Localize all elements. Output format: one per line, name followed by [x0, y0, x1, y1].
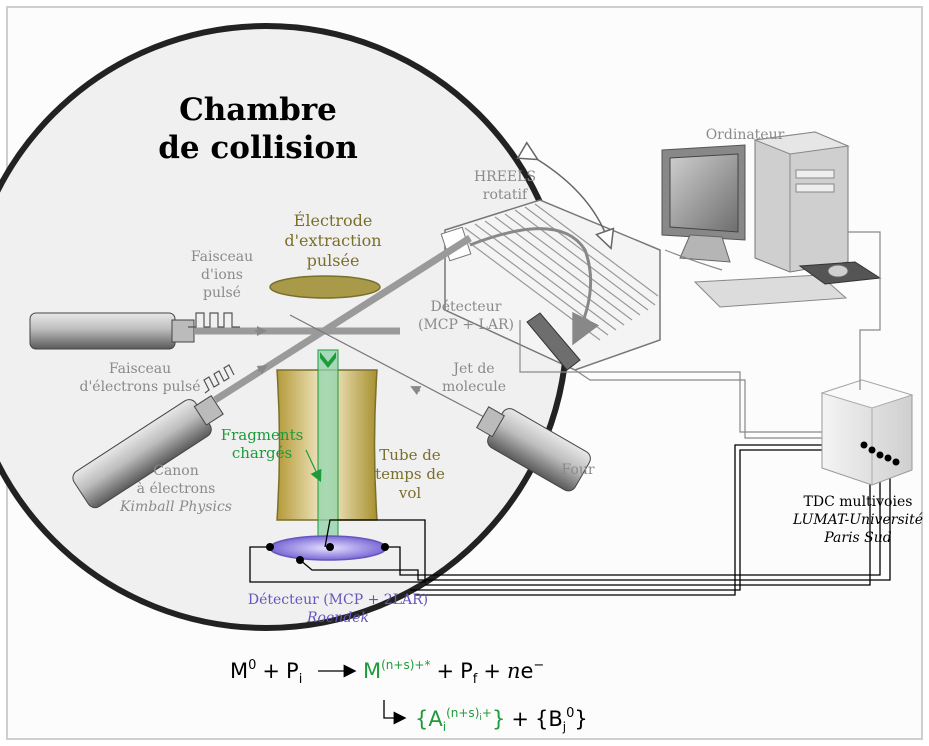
fragments-label-line1: Fragments: [221, 426, 304, 444]
extraction-electrode: [269, 275, 381, 299]
chamber-title-line1: Chambre: [179, 92, 337, 128]
eq-close2: }: [574, 707, 587, 731]
svg-text:M(n+s)+*+Pf+ne−: M(n+s)+*+Pf+ne−: [363, 658, 544, 687]
gun-label-line3: Kimball Physics: [119, 499, 232, 515]
eq-open1: {: [415, 707, 428, 731]
molecular-jet-label-line1: Jet de: [451, 361, 494, 377]
computer-label: Ordinateur: [706, 127, 785, 143]
chamber-title-line2: de collision: [158, 130, 358, 166]
tdc-connectors: [860, 441, 900, 466]
electron-beam-label-line2: d'électrons pulsé: [79, 379, 200, 395]
eq-close1: }: [492, 707, 505, 731]
eq-b-sup: 0: [566, 706, 574, 721]
eq-open2: {: [535, 707, 548, 731]
tof-label-line2: temps de: [375, 465, 445, 483]
oven: [476, 406, 591, 492]
eq-n: n: [507, 659, 521, 683]
molecular-jet-label-line2: molecule: [442, 379, 506, 395]
ion-beam-label-line2: d'ions: [201, 267, 243, 283]
eq-p: P: [286, 659, 299, 683]
svg-text:M0+Pi: M0 +Pi: [230, 658, 302, 687]
eq-b: B: [548, 707, 562, 731]
tdc-label-line3: Paris Sud: [823, 530, 892, 546]
computer: [661, 131, 882, 390]
tdc-box: [820, 379, 914, 486]
rotation-arrow: [530, 155, 608, 240]
eq-p-sub: i: [299, 672, 303, 687]
eq-pf: P: [460, 659, 473, 683]
gun-label-line1: Canon: [153, 463, 199, 479]
hreels-detector-label-line2: (MCP + LAR): [418, 317, 514, 333]
electron-beam-label-line1: Faisceau: [109, 361, 171, 377]
ion-gun: [29, 312, 195, 350]
eq-e: e: [520, 659, 533, 683]
eq-a: A: [428, 707, 443, 731]
detector-label-line1: Détecteur (MCP + 2LAR): [248, 592, 428, 608]
eq-m-sup: 0: [248, 658, 256, 673]
hreels-detector-label-line1: Détecteur: [431, 299, 502, 315]
eq-e-sup: −: [533, 658, 544, 673]
svg-text:{Ai(n+s)i+}+{Bj0}: {Ai(n+s)i+}+{Bj0}: [415, 706, 588, 734]
eq-m2: M: [363, 659, 381, 683]
electron-pulses: [203, 364, 235, 394]
hreels-cables: [519, 320, 855, 439]
eq-branch-arrow: [383, 700, 407, 725]
fragment-beam: [317, 349, 339, 546]
eq-plus4: +: [511, 707, 529, 731]
reaction-equation: M0+Pi M(n+s)+*+Pf+ne− {Ai(n+s)i+}+{Bj0}: [230, 658, 588, 734]
eq-a-sub: i: [443, 720, 446, 734]
eq-a-sup-end: +: [482, 706, 492, 720]
eq-pf-sub: f: [473, 672, 478, 687]
eq-b-sub: j: [562, 720, 566, 734]
electron-gun: [72, 394, 224, 509]
eq-m2-sup: (n+s)+*: [381, 658, 430, 672]
ion-pulses: [188, 312, 240, 328]
fragments-label-line2: chargés: [232, 444, 292, 462]
oven-label: Four: [561, 462, 594, 478]
gun-label-line2: à électrons: [137, 480, 216, 497]
electrode-label-line2: d'extraction: [284, 231, 381, 250]
fragment-chevron: [320, 352, 336, 368]
hreels-label-line2: rotatif: [483, 187, 529, 203]
hreels-detector-plate: [526, 312, 581, 371]
eq-m: M: [230, 659, 248, 683]
hreels-path-arrow: [469, 227, 600, 346]
eq-plus3: +: [483, 659, 501, 683]
detector-label-line2: Roendek: [306, 610, 369, 626]
ion-beam-label-line1: Faisceau: [191, 249, 253, 265]
electrode-label-line1: Électrode: [294, 210, 373, 230]
ion-beam-label-line3: pulsé: [203, 285, 241, 301]
detector-cables: [249, 444, 895, 596]
eq-plus1: +: [262, 659, 280, 683]
tof-label-line3: vol: [398, 484, 422, 502]
tdc-label-line2: LUMAT-Université: [792, 512, 923, 528]
eq-plus2: +: [436, 659, 454, 683]
fragments-pointer: [305, 449, 322, 483]
tdc-label-line1: TDC multivoies: [804, 494, 913, 510]
electrode-label-line3: pulsée: [307, 251, 360, 270]
eq-a-sup: (n+s): [446, 706, 479, 720]
eq-a-sup-sub: i: [479, 713, 482, 723]
hreels-label-line1: HREELS: [474, 169, 536, 185]
molecular-jet: [289, 314, 506, 429]
tof-label-line1: Tube de: [379, 446, 441, 464]
